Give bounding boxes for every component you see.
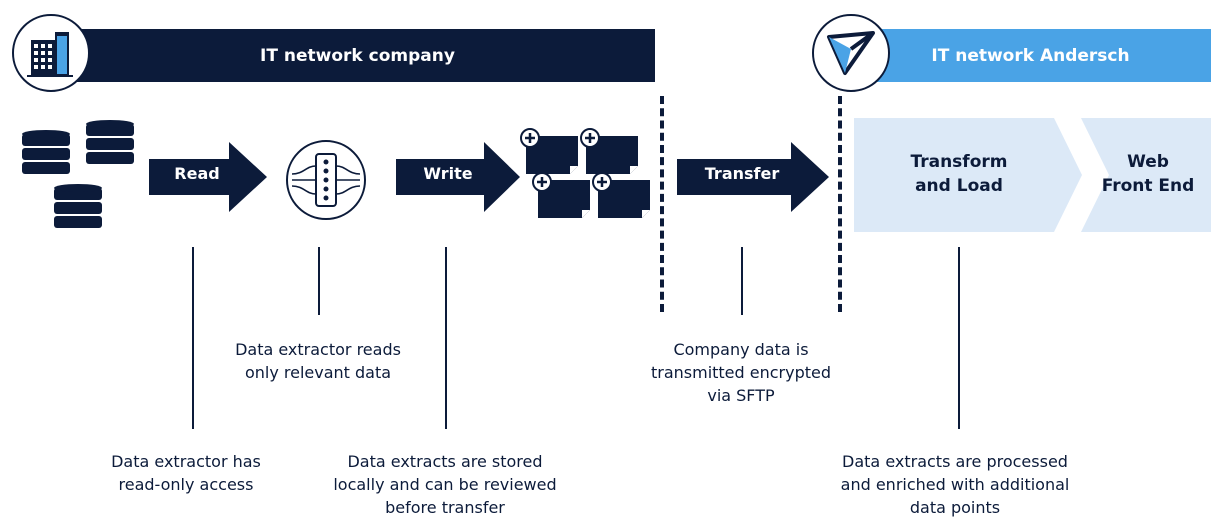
caption-line: data points [909,498,1001,517]
andersch-network-title: IT network Andersch [931,45,1130,66]
document-plus-icon [531,171,592,220]
caption-processed: Data extracts are processed and enriched… [826,450,1084,519]
data-extractor-icon [286,140,366,220]
caption-line: before transfer [385,498,505,517]
building-icon [27,32,73,77]
connector-line-stored [445,247,447,429]
transform-label-line1: Transform [910,152,1008,172]
database-icon [22,130,70,174]
caption-line: Data extracts are processed [842,452,1068,471]
database-icon [54,184,102,228]
transform-load-step [854,118,1082,232]
andersch-logo-icon [827,31,875,75]
write-label: Write [423,164,473,183]
caption-line: Company data is [673,340,809,359]
caption-encrypted: Company data is transmitted encrypted vi… [642,338,840,407]
andersch-network-banner: IT network Andersch [860,29,1211,82]
document-plus-icon [579,127,640,176]
connector-line-relevant [318,247,320,315]
caption-line: transmitted encrypted [650,363,832,382]
web-front-end-step [1081,118,1211,232]
caption-read-only: Data extractor has read-only access [100,450,272,496]
read-label: Read [174,164,220,183]
caption-line: locally and can be reviewed [333,475,557,494]
caption-line: Data extractor has [111,452,261,471]
document-plus-icon [519,127,580,176]
caption-line: only relevant data [244,363,392,382]
transfer-label: Transfer [704,164,780,183]
web-label-line2: Front End [1101,176,1195,196]
caption-stored: Data extracts are stored locally and can… [326,450,564,519]
andersch-logo [812,14,890,92]
connector-line-read-only [192,247,194,429]
document-plus-icon [591,171,652,220]
company-network-title: IT network company [260,45,455,66]
company-network-banner: IT network company [60,29,655,82]
web-label-line1: Web [1127,152,1169,172]
databases-group [22,120,134,228]
documents-group [519,127,652,220]
connector-line-processed [958,247,960,429]
caption-line: via SFTP [707,386,775,405]
transfer-arrow [677,142,829,212]
transform-load-label: Transform and Load [854,150,1064,198]
caption-line: Data extractor reads [235,340,401,359]
caption-line: read-only access [118,475,254,494]
caption-line: Data extracts are stored [347,452,543,471]
caption-reads-relevant: Data extractor reads only relevant data [226,338,410,384]
web-front-end-label: Web Front End [1096,150,1200,198]
network-boundary-right [838,96,842,312]
transform-label-line2: and Load [915,176,1003,196]
write-arrow [396,142,520,212]
read-arrow [149,142,267,212]
network-boundary-left [660,96,664,312]
caption-line: and enriched with additional [840,475,1070,494]
connector-line-encrypted [741,247,743,315]
database-icon [86,120,134,164]
building-logo [12,14,90,92]
